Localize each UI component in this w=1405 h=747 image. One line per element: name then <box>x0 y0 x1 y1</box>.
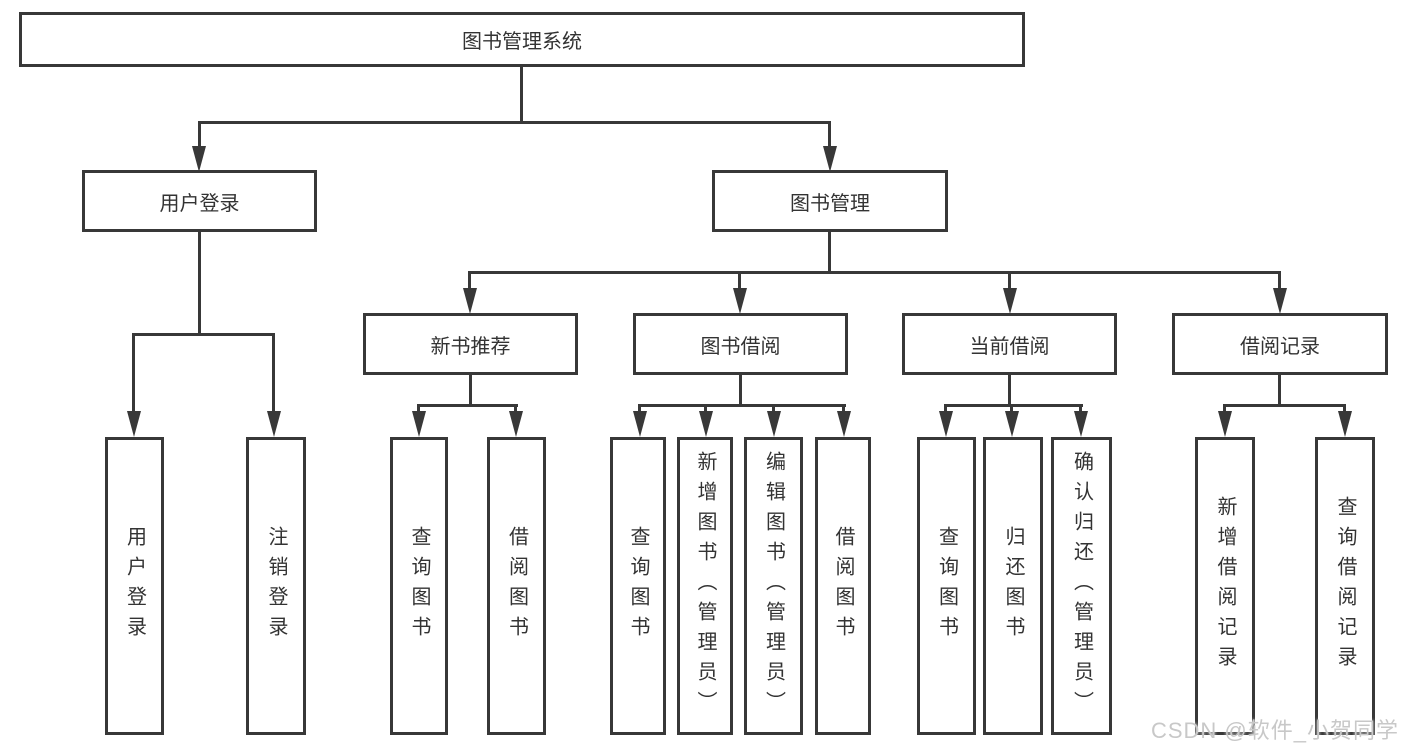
connector-line <box>739 375 742 406</box>
connector-line <box>638 404 846 407</box>
node-current-borrow: 当前借阅 <box>902 313 1117 375</box>
node-user-login: 用户登录 <box>82 170 317 232</box>
connector-line <box>828 121 831 149</box>
leaf-nb-query-label: 查询图书 <box>408 526 430 646</box>
connector-line <box>132 333 275 336</box>
node-user-login-label: 用户登录 <box>159 192 240 215</box>
arrowhead-icon <box>1338 411 1352 437</box>
arrowhead-icon <box>699 411 713 437</box>
leaf-user-login: 用户登录 <box>105 437 164 735</box>
arrowhead-icon <box>127 411 141 437</box>
arrowhead-icon <box>192 146 206 172</box>
leaf-cb-query-label: 查询图书 <box>935 526 958 646</box>
arrowhead-icon <box>837 411 851 437</box>
connector-line <box>520 67 523 123</box>
arrowhead-icon <box>267 411 281 437</box>
connector-line <box>772 404 775 413</box>
connector-line <box>198 121 831 124</box>
leaf-nb-query: 查询图书 <box>390 437 448 735</box>
connector-line <box>944 404 1083 407</box>
arrowhead-icon <box>412 411 426 437</box>
arrowhead-icon <box>767 411 781 437</box>
node-borrow-records-label: 借阅记录 <box>1240 335 1320 358</box>
leaf-br-add-label: 新增借阅记录 <box>1214 496 1236 676</box>
connector-line <box>1223 404 1226 413</box>
node-new-books-label: 新书推荐 <box>430 335 511 358</box>
leaf-nb-borrow: 借阅图书 <box>487 437 546 735</box>
connector-line <box>198 232 201 335</box>
leaf-bb-borrow: 借阅图书 <box>815 437 871 735</box>
connector-line <box>468 271 471 290</box>
connector-line <box>1223 404 1346 407</box>
node-new-books: 新书推荐 <box>363 313 578 375</box>
node-current-borrow-label: 当前借阅 <box>969 335 1050 358</box>
connector-line <box>1343 404 1346 413</box>
leaf-br-query: 查询借阅记录 <box>1315 437 1375 735</box>
connector-line <box>1278 271 1281 290</box>
leaf-bb-edit-label: 编辑图书（管理员） <box>762 451 785 721</box>
leaf-cb-confirm-label: 确认归还（管理员） <box>1070 451 1093 721</box>
leaf-cb-return: 归还图书 <box>983 437 1043 735</box>
node-book-mgmt-label: 图书管理 <box>790 192 870 215</box>
connector-line <box>198 121 201 149</box>
leaf-logout: 注销登录 <box>246 437 306 735</box>
connector-line <box>417 404 518 407</box>
leaf-bb-query: 查询图书 <box>610 437 666 735</box>
arrowhead-icon <box>1074 411 1088 437</box>
node-root-label: 图书管理系统 <box>462 31 582 53</box>
leaf-bb-borrow-label: 借阅图书 <box>832 526 854 646</box>
leaf-cb-return-label: 归还图书 <box>1002 526 1024 646</box>
connector-line <box>132 333 135 413</box>
leaf-bb-add-label: 新增图书（管理员） <box>694 451 716 721</box>
leaf-user-login-label: 用户登录 <box>123 526 146 646</box>
connector-line <box>638 404 641 413</box>
node-book-borrow-label: 图书借阅 <box>700 335 781 358</box>
connector-line <box>469 375 472 406</box>
arrowhead-icon <box>823 146 837 172</box>
connector-line <box>1278 375 1281 406</box>
arrowhead-icon <box>1003 288 1017 314</box>
leaf-bb-add: 新增图书（管理员） <box>677 437 733 735</box>
arrowhead-icon <box>633 411 647 437</box>
connector-line <box>828 232 831 273</box>
arrowhead-icon <box>939 411 953 437</box>
connector-line <box>1008 271 1011 290</box>
node-book-mgmt: 图书管理 <box>712 170 948 232</box>
leaf-cb-confirm: 确认归还（管理员） <box>1051 437 1112 735</box>
connector-line <box>417 404 420 413</box>
arrowhead-icon <box>1273 288 1287 314</box>
leaf-bb-edit: 编辑图书（管理员） <box>744 437 803 735</box>
connector-line <box>1008 375 1011 406</box>
connector-line <box>1010 404 1013 413</box>
connector-line <box>272 333 275 413</box>
leaf-bb-query-label: 查询图书 <box>627 526 649 646</box>
connector-line <box>468 271 1281 274</box>
node-borrow-records: 借阅记录 <box>1172 313 1388 375</box>
arrowhead-icon <box>509 411 523 437</box>
connector-line <box>704 404 707 413</box>
arrowhead-icon <box>733 288 747 314</box>
arrowhead-icon <box>463 288 477 314</box>
leaf-logout-label: 注销登录 <box>265 526 287 646</box>
connector-line <box>1079 404 1082 413</box>
node-book-borrow: 图书借阅 <box>633 313 848 375</box>
arrowhead-icon <box>1005 411 1019 437</box>
leaf-br-query-label: 查询借阅记录 <box>1334 496 1356 676</box>
node-root: 图书管理系统 <box>19 12 1025 67</box>
connector-line <box>738 271 741 290</box>
connector-line <box>514 404 517 413</box>
csdn-watermark: CSDN @软件_小贺同学 <box>1150 718 1399 743</box>
arrowhead-icon <box>1218 411 1232 437</box>
leaf-nb-borrow-label: 借阅图书 <box>505 526 528 646</box>
leaf-br-add: 新增借阅记录 <box>1195 437 1255 735</box>
connector-line <box>944 404 947 413</box>
connector-line <box>842 404 845 413</box>
leaf-cb-query: 查询图书 <box>917 437 976 735</box>
